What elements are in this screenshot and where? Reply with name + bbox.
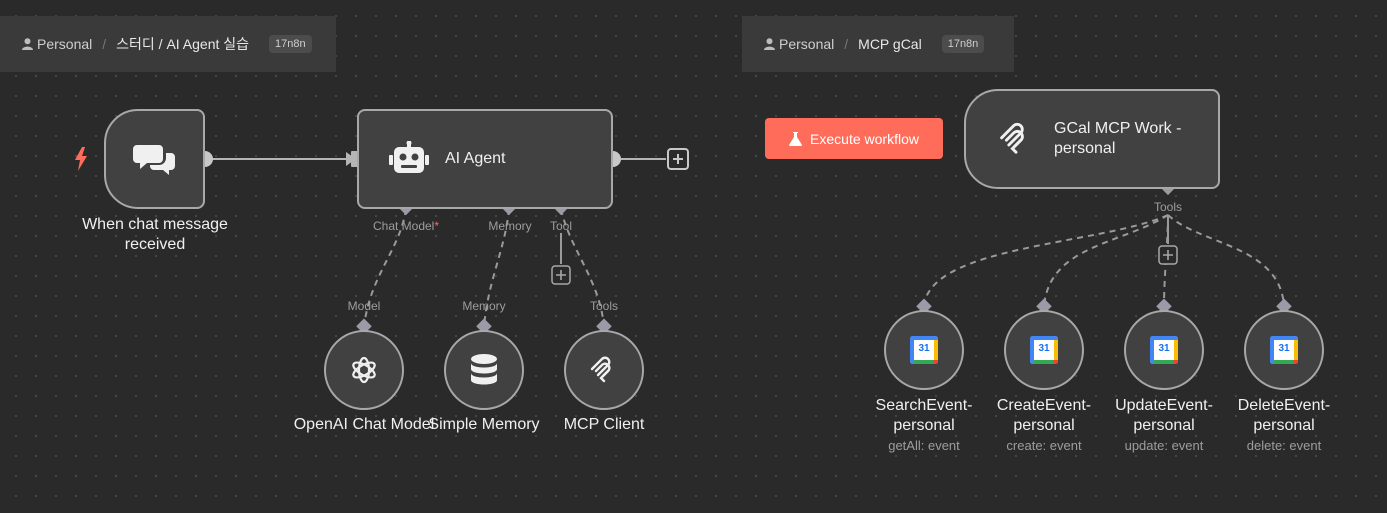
person-icon (764, 38, 775, 50)
mcp-client-node[interactable] (564, 330, 644, 410)
workflow-tag[interactable]: 17n8n (941, 35, 985, 53)
memory-input-port-label: Memory (462, 299, 506, 313)
create-event-tool-operation: create: event (1006, 438, 1082, 453)
breadcrumb-separator: / (844, 36, 849, 52)
chat-model-port-label: Chat Model* (372, 219, 440, 233)
tools-port-label: Tools (589, 299, 619, 313)
google-calendar-icon: 31 (1150, 336, 1178, 364)
chat-trigger-label: When chat message received (82, 216, 228, 253)
add-tool-button[interactable] (551, 265, 571, 285)
create-event-tool-label: CreateEvent- personal (996, 397, 1092, 434)
tool-port-label: Tool (549, 219, 573, 233)
add-output-node-button[interactable] (667, 148, 689, 170)
flask-icon (789, 131, 803, 146)
breadcrumb-workspace[interactable]: Personal (779, 36, 835, 52)
ai-agent-title: AI Agent (445, 150, 506, 167)
chat-bubbles-icon (132, 145, 175, 175)
ai-agent-node[interactable]: AI Agent (357, 109, 613, 209)
right-breadcrumb: Personal / MCP gCal 17n8n (742, 16, 1014, 72)
simple-memory-label: Simple Memory (428, 416, 540, 433)
delete-event-tool-label: DeleteEvent- personal (1237, 397, 1331, 434)
model-port-label: Model (347, 299, 381, 313)
robot-icon (389, 141, 429, 173)
delete-event-tool-node[interactable]: 31 (1244, 310, 1324, 390)
database-icon (471, 354, 497, 385)
mcp-client-label: MCP Client (563, 416, 645, 433)
add-tool-button[interactable] (1158, 245, 1178, 265)
openai-icon (352, 356, 376, 384)
breadcrumb-workflow-name[interactable]: 스터디 / AI Agent 실습 (116, 36, 250, 52)
trigger-bolt-icon (75, 147, 87, 171)
search-event-tool-label: SearchEvent- personal (875, 397, 973, 434)
delete-event-tool-operation: delete: event (1246, 438, 1322, 453)
mcp-icon (590, 356, 611, 383)
simple-memory-node[interactable] (444, 330, 524, 410)
search-event-tool-node[interactable]: 31 (884, 310, 964, 390)
update-event-tool-label: UpdateEvent- personal (1115, 397, 1213, 434)
memory-port-label: Memory (488, 219, 532, 233)
execute-workflow-button[interactable]: Execute workflow (765, 118, 943, 159)
openai-chat-model-label: OpenAI Chat Model (293, 416, 435, 433)
execute-workflow-label: Execute workflow (810, 130, 919, 147)
chat-trigger-node[interactable] (104, 109, 205, 209)
left-breadcrumb: Personal / 스터디 / AI Agent 실습 17n8n (0, 16, 336, 72)
update-event-tool-node[interactable]: 31 (1124, 310, 1204, 390)
breadcrumb-workspace[interactable]: Personal (37, 36, 93, 52)
gcal-mcp-node[interactable]: GCal MCP Work - personal (964, 89, 1220, 189)
gcal-mcp-title: GCal MCP Work - personal (1054, 120, 1182, 157)
google-calendar-icon: 31 (910, 336, 938, 364)
workflow-tag[interactable]: 17n8n (269, 35, 312, 53)
mcp-icon (1000, 122, 1024, 154)
search-event-tool-operation: getAll: event (888, 438, 960, 453)
breadcrumb-separator: / (102, 36, 107, 52)
create-event-tool-node[interactable]: 31 (1004, 310, 1084, 390)
update-event-tool-operation: update: event (1124, 438, 1204, 453)
google-calendar-icon: 31 (1270, 336, 1298, 364)
person-icon (22, 38, 33, 50)
google-calendar-icon: 31 (1030, 336, 1058, 364)
tools-port-label: Tools (1153, 200, 1183, 214)
breadcrumb-workflow-name[interactable]: MCP gCal (858, 36, 922, 52)
openai-chat-model-node[interactable] (324, 330, 404, 410)
